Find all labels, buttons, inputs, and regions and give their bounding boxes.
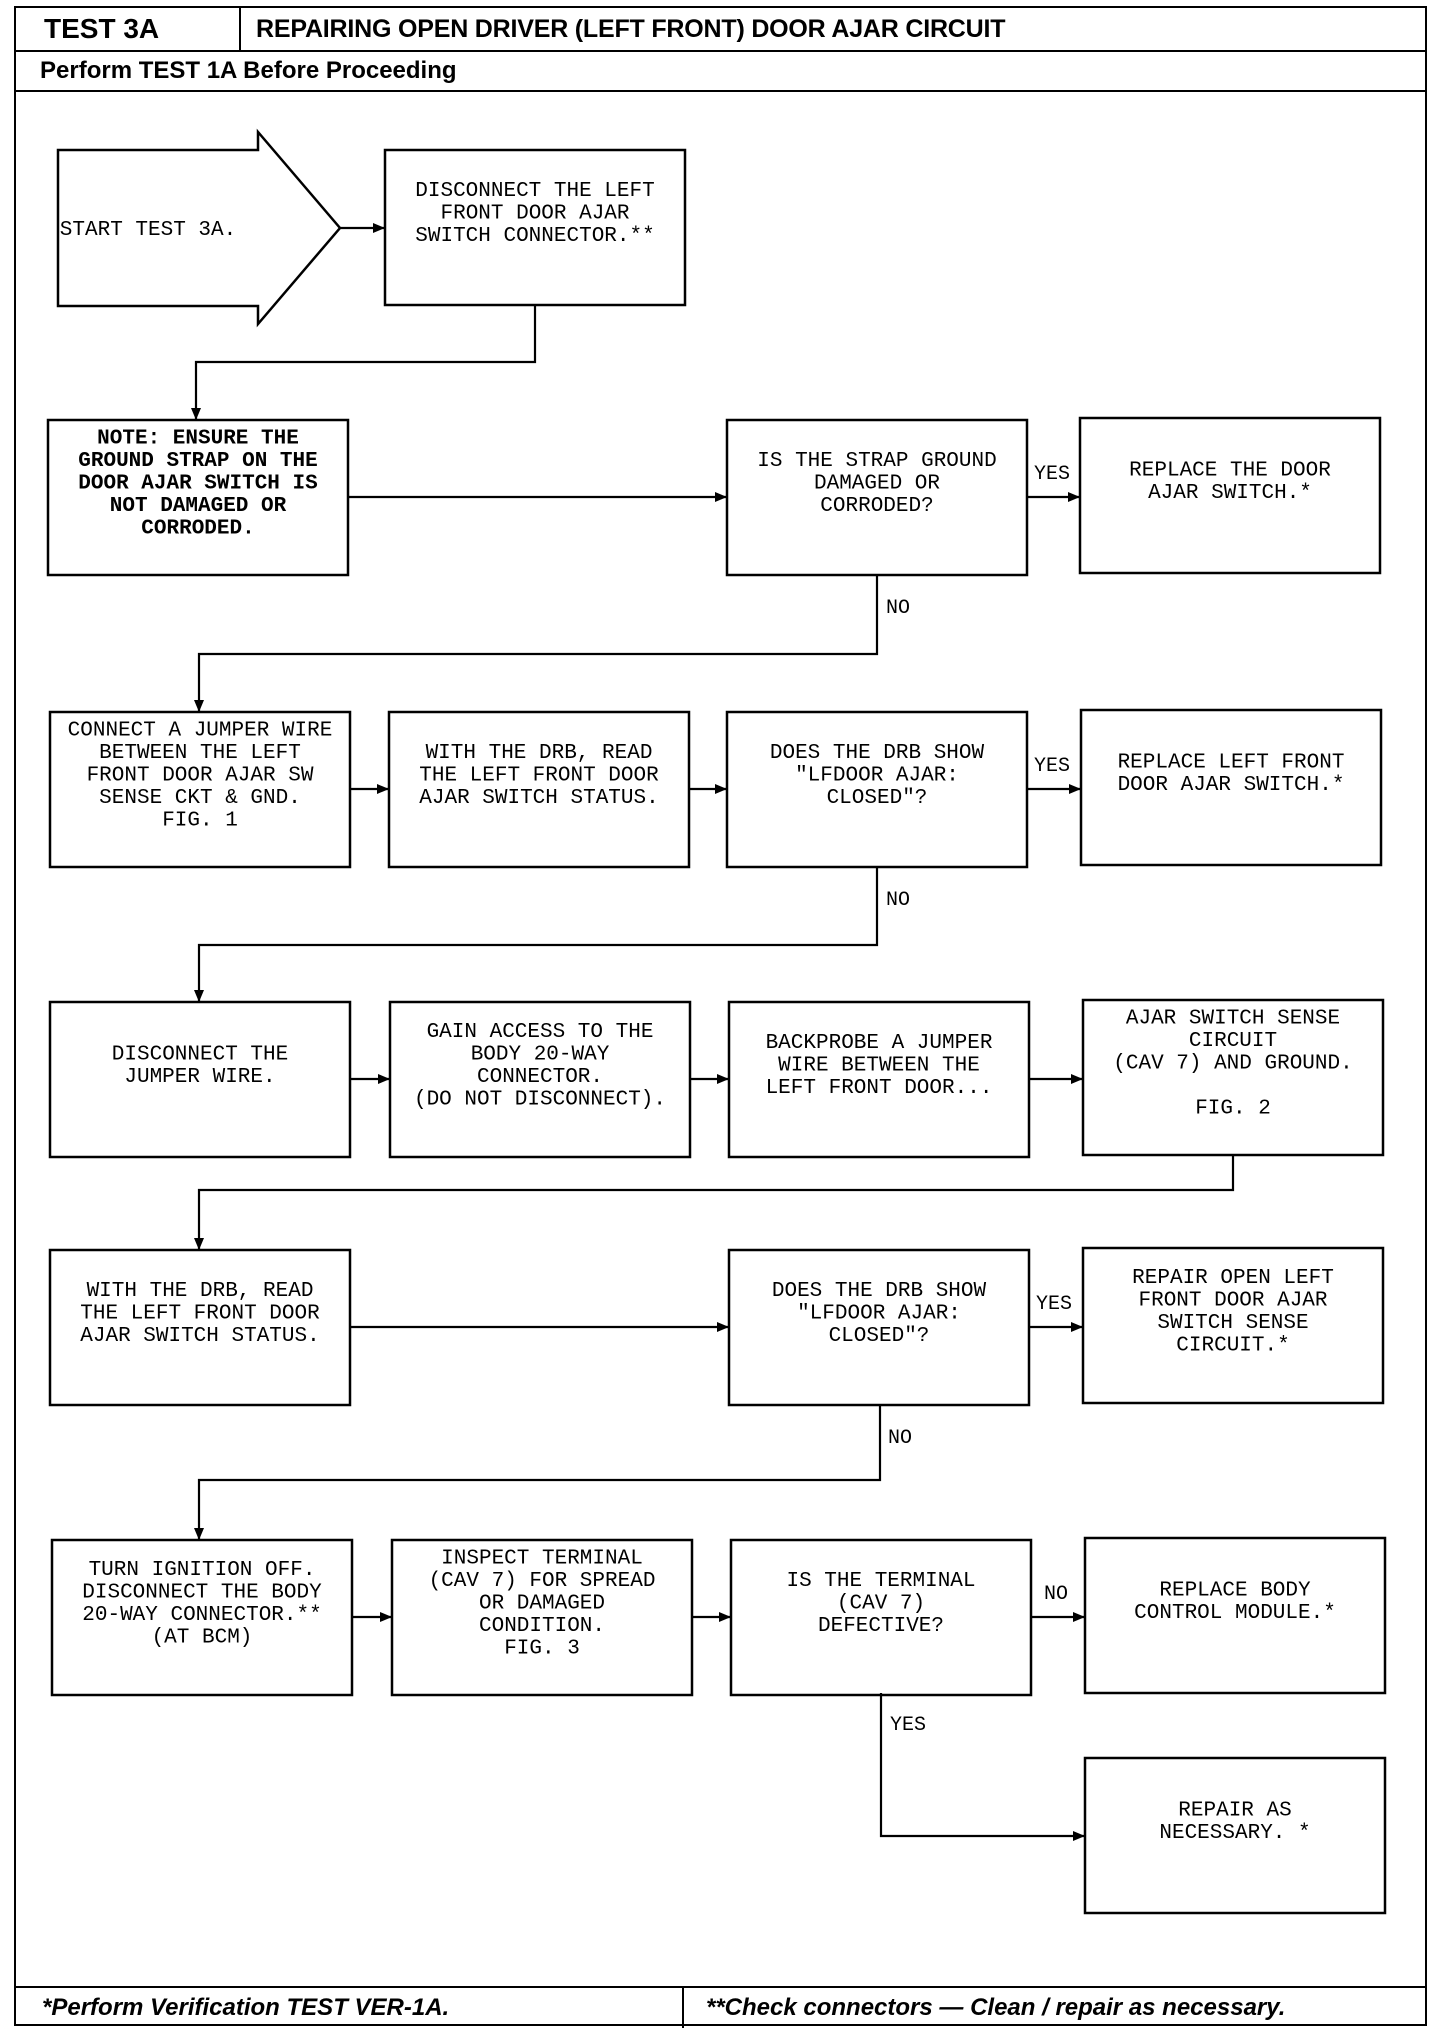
connector-15 <box>194 1405 882 1540</box>
connector-4 <box>194 575 879 712</box>
repair-open-box <box>1081 1246 1385 1405</box>
branch-label-no: NO <box>886 889 910 912</box>
connector-12 <box>194 1155 1235 1250</box>
connector-1 <box>191 305 537 420</box>
page-frame: TEST 3A REPAIRING OPEN DRIVER (LEFT FRON… <box>14 6 1427 2028</box>
branch-label-no: NO <box>888 1427 912 1450</box>
branch-label-no: NO <box>1044 1583 1068 1606</box>
connector-note: **Check connectors — Clean / repair as n… <box>706 1994 1286 2021</box>
branch-label-yes: YES <box>1034 755 1070 778</box>
test-id: TEST 3A <box>16 8 241 50</box>
branch-label-yes: YES <box>890 1714 926 1737</box>
q-terminal-defective-text: IS THE TERMINAL(CAV 7)DEFECTIVE? <box>786 1570 975 1638</box>
replace-bcm-box <box>1083 1536 1387 1695</box>
branch-label-yes: YES <box>1034 463 1070 486</box>
header-row: TEST 3A REPAIRING OPEN DRIVER (LEFT FRON… <box>16 8 1425 52</box>
q-drb-closed-2-text: DOES THE DRB SHOW"LFDOOR AJAR:CLOSED"? <box>772 1280 987 1348</box>
verification-note: *Perform Verification TEST VER-1A. <box>16 1988 684 2028</box>
start-arrow-shape <box>56 128 342 328</box>
branch-label-no: NO <box>886 597 910 620</box>
replace-switch-1-box <box>1078 416 1382 575</box>
page-title: REPAIRING OPEN DRIVER (LEFT FRONT) DOOR … <box>256 15 1006 43</box>
repair-as-necessary-box <box>1083 1756 1387 1915</box>
prerequisite-note: Perform TEST 1A Before Proceeding <box>16 52 1425 92</box>
start-text: START TEST 3A. <box>60 219 236 242</box>
q-drb-closed-1-text: DOES THE DRB SHOW"LFDOOR AJAR:CLOSED"? <box>770 742 985 810</box>
replace-switch-2-box <box>1079 708 1383 867</box>
footer: *Perform Verification TEST VER-1A. **Che… <box>16 1986 1425 2028</box>
connector-8 <box>194 867 879 1002</box>
connector-19 <box>879 1693 1085 1841</box>
branch-label-yes: YES <box>1036 1293 1072 1316</box>
